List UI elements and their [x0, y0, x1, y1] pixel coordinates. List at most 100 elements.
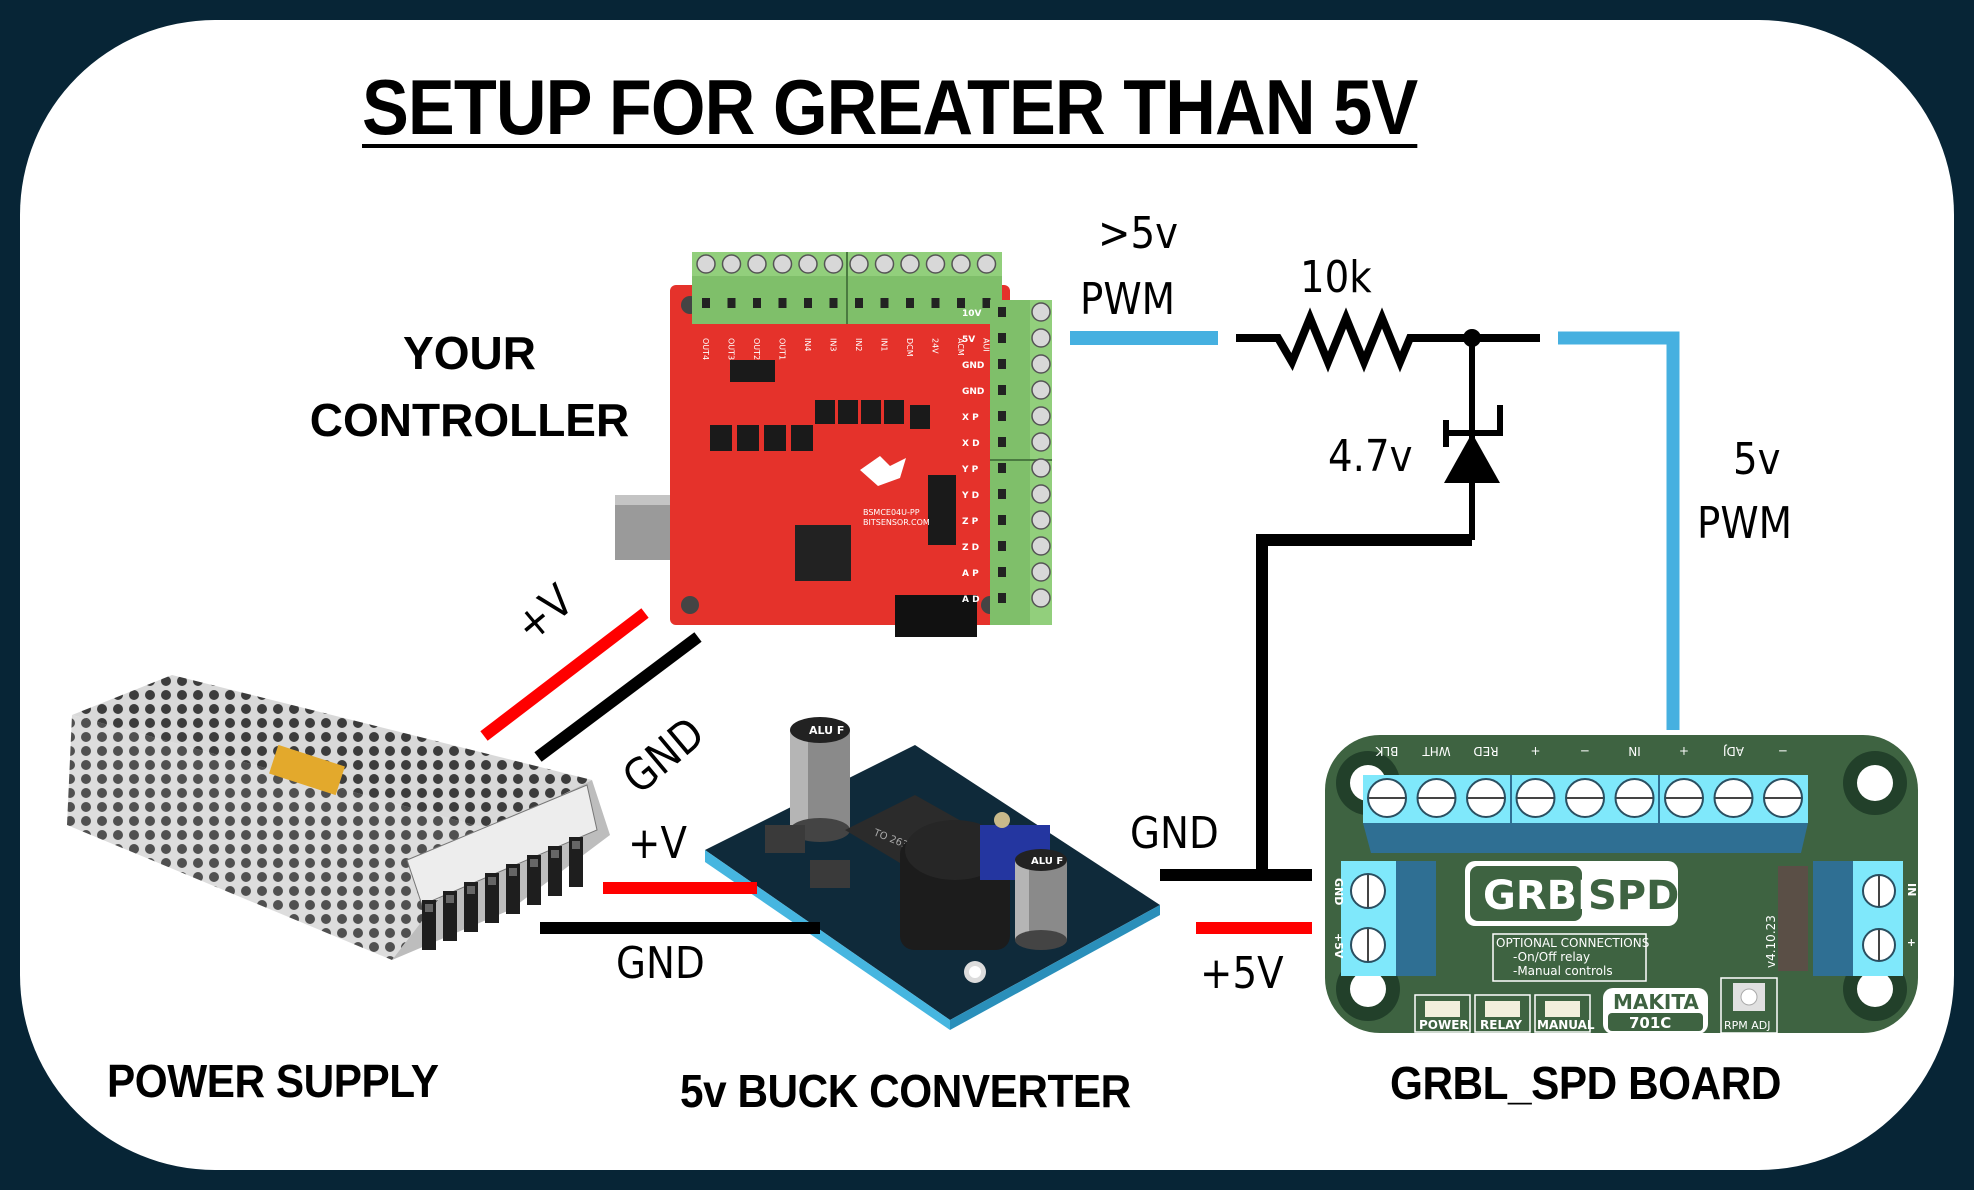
buck-converter: ALU F TO 263 5 ALU F: [705, 717, 1160, 1030]
psu-side-mesh: [67, 715, 492, 960]
terminal-screw-icon: [976, 254, 997, 274]
psu-terminal: [485, 873, 499, 923]
psu-terminal: [569, 837, 583, 887]
pot-label: RPM ADJ: [1724, 1019, 1771, 1032]
controller-side-label: GND: [962, 361, 984, 371]
terminal-screw-icon: [1031, 432, 1051, 452]
controller-side-label: 5V: [962, 335, 975, 345]
grbl-logo-right: SPD: [1588, 873, 1679, 919]
svg-text:-On/Off relay: -On/Off relay: [1513, 950, 1590, 964]
svg-text:ALU F: ALU F: [809, 724, 844, 737]
power-supply-label: POWER SUPPLY: [107, 1055, 439, 1107]
terminal-screw-icon: [1031, 510, 1051, 530]
controller-power-wire: [480, 608, 649, 741]
terminal-screw-icon: [925, 254, 946, 274]
terminal-screw-icon: [1031, 562, 1051, 582]
pwm-output-label-top: 5v: [1733, 434, 1781, 485]
grbl-5v-label: +5V: [1200, 948, 1284, 999]
psu-top-mesh: [72, 675, 592, 830]
terminal-screw-icon: [747, 254, 767, 274]
terminal-screw-icon: [721, 254, 742, 274]
terminal-screw-icon: [900, 254, 920, 274]
controller-terminal-label: OUT3: [727, 338, 736, 360]
psu-terminal: [548, 846, 562, 896]
grbl-terminal-label: IN: [1628, 744, 1641, 758]
controller-label: YOUR CONTROLLER: [297, 320, 642, 453]
controller-side-label: Y D: [961, 491, 979, 501]
power-supply: [67, 675, 610, 960]
grbl-logo-left: GRBL: [1483, 873, 1603, 919]
terminal-screw-icon: [1031, 588, 1051, 608]
controller-side-label: Z P: [962, 517, 979, 527]
buck-pos-label: +V: [628, 818, 687, 869]
controller-brand: BSMCE04U-PP: [863, 508, 920, 517]
controller-terminal-label: DCM: [905, 338, 914, 357]
led-power: POWER: [1419, 1018, 1469, 1032]
controller-terminal-label: OUT4: [701, 338, 710, 360]
controller-side-label: X D: [962, 439, 980, 449]
buck-gnd-label: GND: [616, 938, 705, 989]
controller-terminal-label: ACM: [956, 338, 965, 356]
pwm-input-label-top: >5v: [1098, 208, 1178, 259]
mcu-chip: [795, 525, 851, 581]
svg-text:IN: IN: [1905, 883, 1918, 896]
svg-text:BITSENSOR.COM: BITSENSOR.COM: [863, 518, 930, 527]
model-line2: 701C: [1629, 1014, 1671, 1032]
terminal-screw-icon: [1031, 354, 1051, 374]
terminal-screw-icon: [874, 254, 895, 274]
controller-top-terminal: [692, 252, 1002, 324]
terminal-screw-icon: [1031, 406, 1051, 426]
terminal-screw-icon: [1031, 536, 1051, 556]
svg-text:ALU F: ALU F: [1031, 856, 1063, 867]
terminal-screw-icon: [1031, 380, 1051, 400]
svg-text:GND: GND: [1332, 878, 1345, 905]
grbl-terminal-label: +: [1679, 744, 1689, 758]
terminal-screw-icon: [1031, 458, 1051, 478]
svg-text:-Manual controls: -Manual controls: [1513, 964, 1613, 978]
grbl-terminal-label: ADJ: [1723, 744, 1744, 758]
grbl-terminal-label: −: [1778, 744, 1788, 758]
psu-terminal: [443, 891, 457, 941]
controller-side-label: Z D: [962, 543, 979, 553]
grbl-terminal-label: BLK: [1374, 744, 1398, 758]
resistor-10k: [1236, 307, 1540, 373]
grbl-terminal-label: RED: [1473, 744, 1498, 758]
page-title: SETUP FOR GREATER THAN 5V: [362, 63, 1418, 151]
controller-label-line1: YOUR: [403, 327, 536, 379]
controller-terminal-label: OUT2: [752, 338, 761, 360]
controller-side-label: Y P: [961, 465, 979, 475]
terminal-screw-icon: [951, 254, 971, 274]
grbl-terminal-label: −: [1580, 744, 1590, 758]
led-relay: RELAY: [1480, 1018, 1522, 1032]
controller-terminal-label: IN1: [880, 338, 889, 351]
pwm-input-label-bottom: PWM: [1080, 274, 1176, 325]
terminal-screw-icon: [1031, 328, 1051, 348]
grbl-gnd-label: GND: [1130, 808, 1219, 859]
grbl-terminal-label: WHT: [1422, 744, 1451, 758]
grbl-terminal-label: +: [1530, 744, 1540, 758]
terminal-screw-icon: [1031, 302, 1051, 322]
terminal-screw-icon: [696, 254, 716, 274]
buck-converter-label: 5v BUCK CONVERTER: [680, 1065, 1131, 1117]
controller-side-label: 10V: [962, 309, 982, 319]
output-capacitor: ALU F: [1015, 849, 1067, 950]
terminal-screw-icon: [849, 254, 869, 274]
terminal-screw-icon: [772, 254, 793, 274]
zener-ground-wire: [1256, 534, 1472, 875]
zener-label: 4.7v: [1328, 431, 1413, 482]
controller-terminal-label: 24V: [931, 338, 940, 354]
svg-text:+5V: +5V: [1332, 933, 1345, 959]
terminal-screw-icon: [823, 254, 844, 274]
pwm-output-label-bottom: PWM: [1697, 498, 1793, 549]
idc-header: [895, 595, 977, 637]
controller-side-label: A D: [962, 595, 980, 605]
controller-side-label: GND: [962, 387, 984, 397]
pwm-output-wire: [1558, 331, 1680, 730]
controller-terminal-label: OUT1: [778, 338, 787, 360]
led-manual: MANUAL: [1537, 1018, 1595, 1032]
terminal-screw-icon: [1031, 484, 1051, 504]
controller-terminal-label: IN3: [829, 338, 838, 351]
psu-warning-label: [269, 744, 345, 796]
